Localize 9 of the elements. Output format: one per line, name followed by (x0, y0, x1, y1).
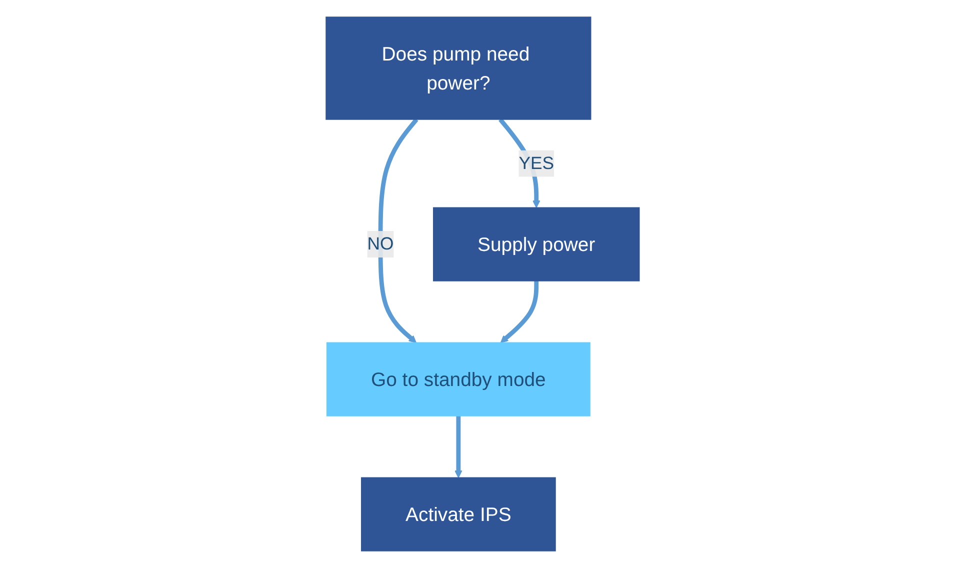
node-box: Activate IPS (361, 477, 556, 552)
arrow (454, 416, 463, 478)
arrow (500, 280, 539, 344)
node-box: Go to standby mode (326, 342, 591, 416)
edge-label: YES (519, 154, 554, 174)
arrow (378, 118, 419, 344)
node-box: Supply power (433, 207, 640, 282)
edge-label: NO (368, 234, 394, 254)
node-box: Does pump need power? (326, 16, 592, 120)
